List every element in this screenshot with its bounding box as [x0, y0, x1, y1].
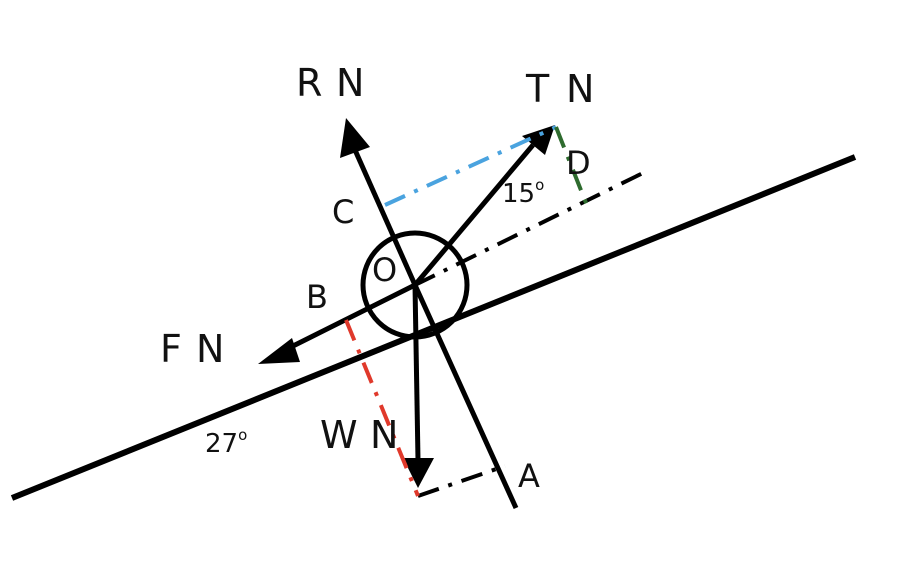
force-w-arrow: [412, 284, 421, 461]
label-c: C: [332, 193, 354, 231]
dashdot-w-to-a-line: [417, 464, 506, 498]
normal-line: [412, 283, 519, 510]
force-w-arrowhead: [403, 458, 434, 488]
label-w: W: [320, 413, 358, 457]
green-dashed-line: [554, 126, 590, 209]
label-r: R: [296, 61, 322, 105]
angle-tension-label: 15o: [502, 176, 544, 209]
label-t-unit: N: [566, 67, 594, 111]
blue-dashed-line: [384, 125, 557, 207]
label-b: B: [306, 278, 328, 316]
force-r-arrowhead: [340, 118, 370, 158]
label-o: O: [372, 251, 397, 289]
angle-incline-label: 27o: [205, 426, 247, 459]
force-r-arrow: [352, 148, 418, 287]
label-w-unit: N: [370, 413, 398, 457]
force-t-arrowhead: [522, 125, 555, 155]
red-dashed-line: [344, 319, 420, 497]
label-f-unit: N: [196, 327, 224, 371]
label-d: D: [566, 144, 591, 182]
force-f-arrow: [283, 282, 417, 353]
label-r-unit: N: [336, 61, 364, 105]
label-f: F: [160, 327, 182, 371]
label-t: T: [525, 67, 550, 111]
label-a: A: [518, 457, 540, 495]
force-f-arrowhead: [258, 338, 300, 364]
force-t-arrow: [413, 143, 535, 287]
